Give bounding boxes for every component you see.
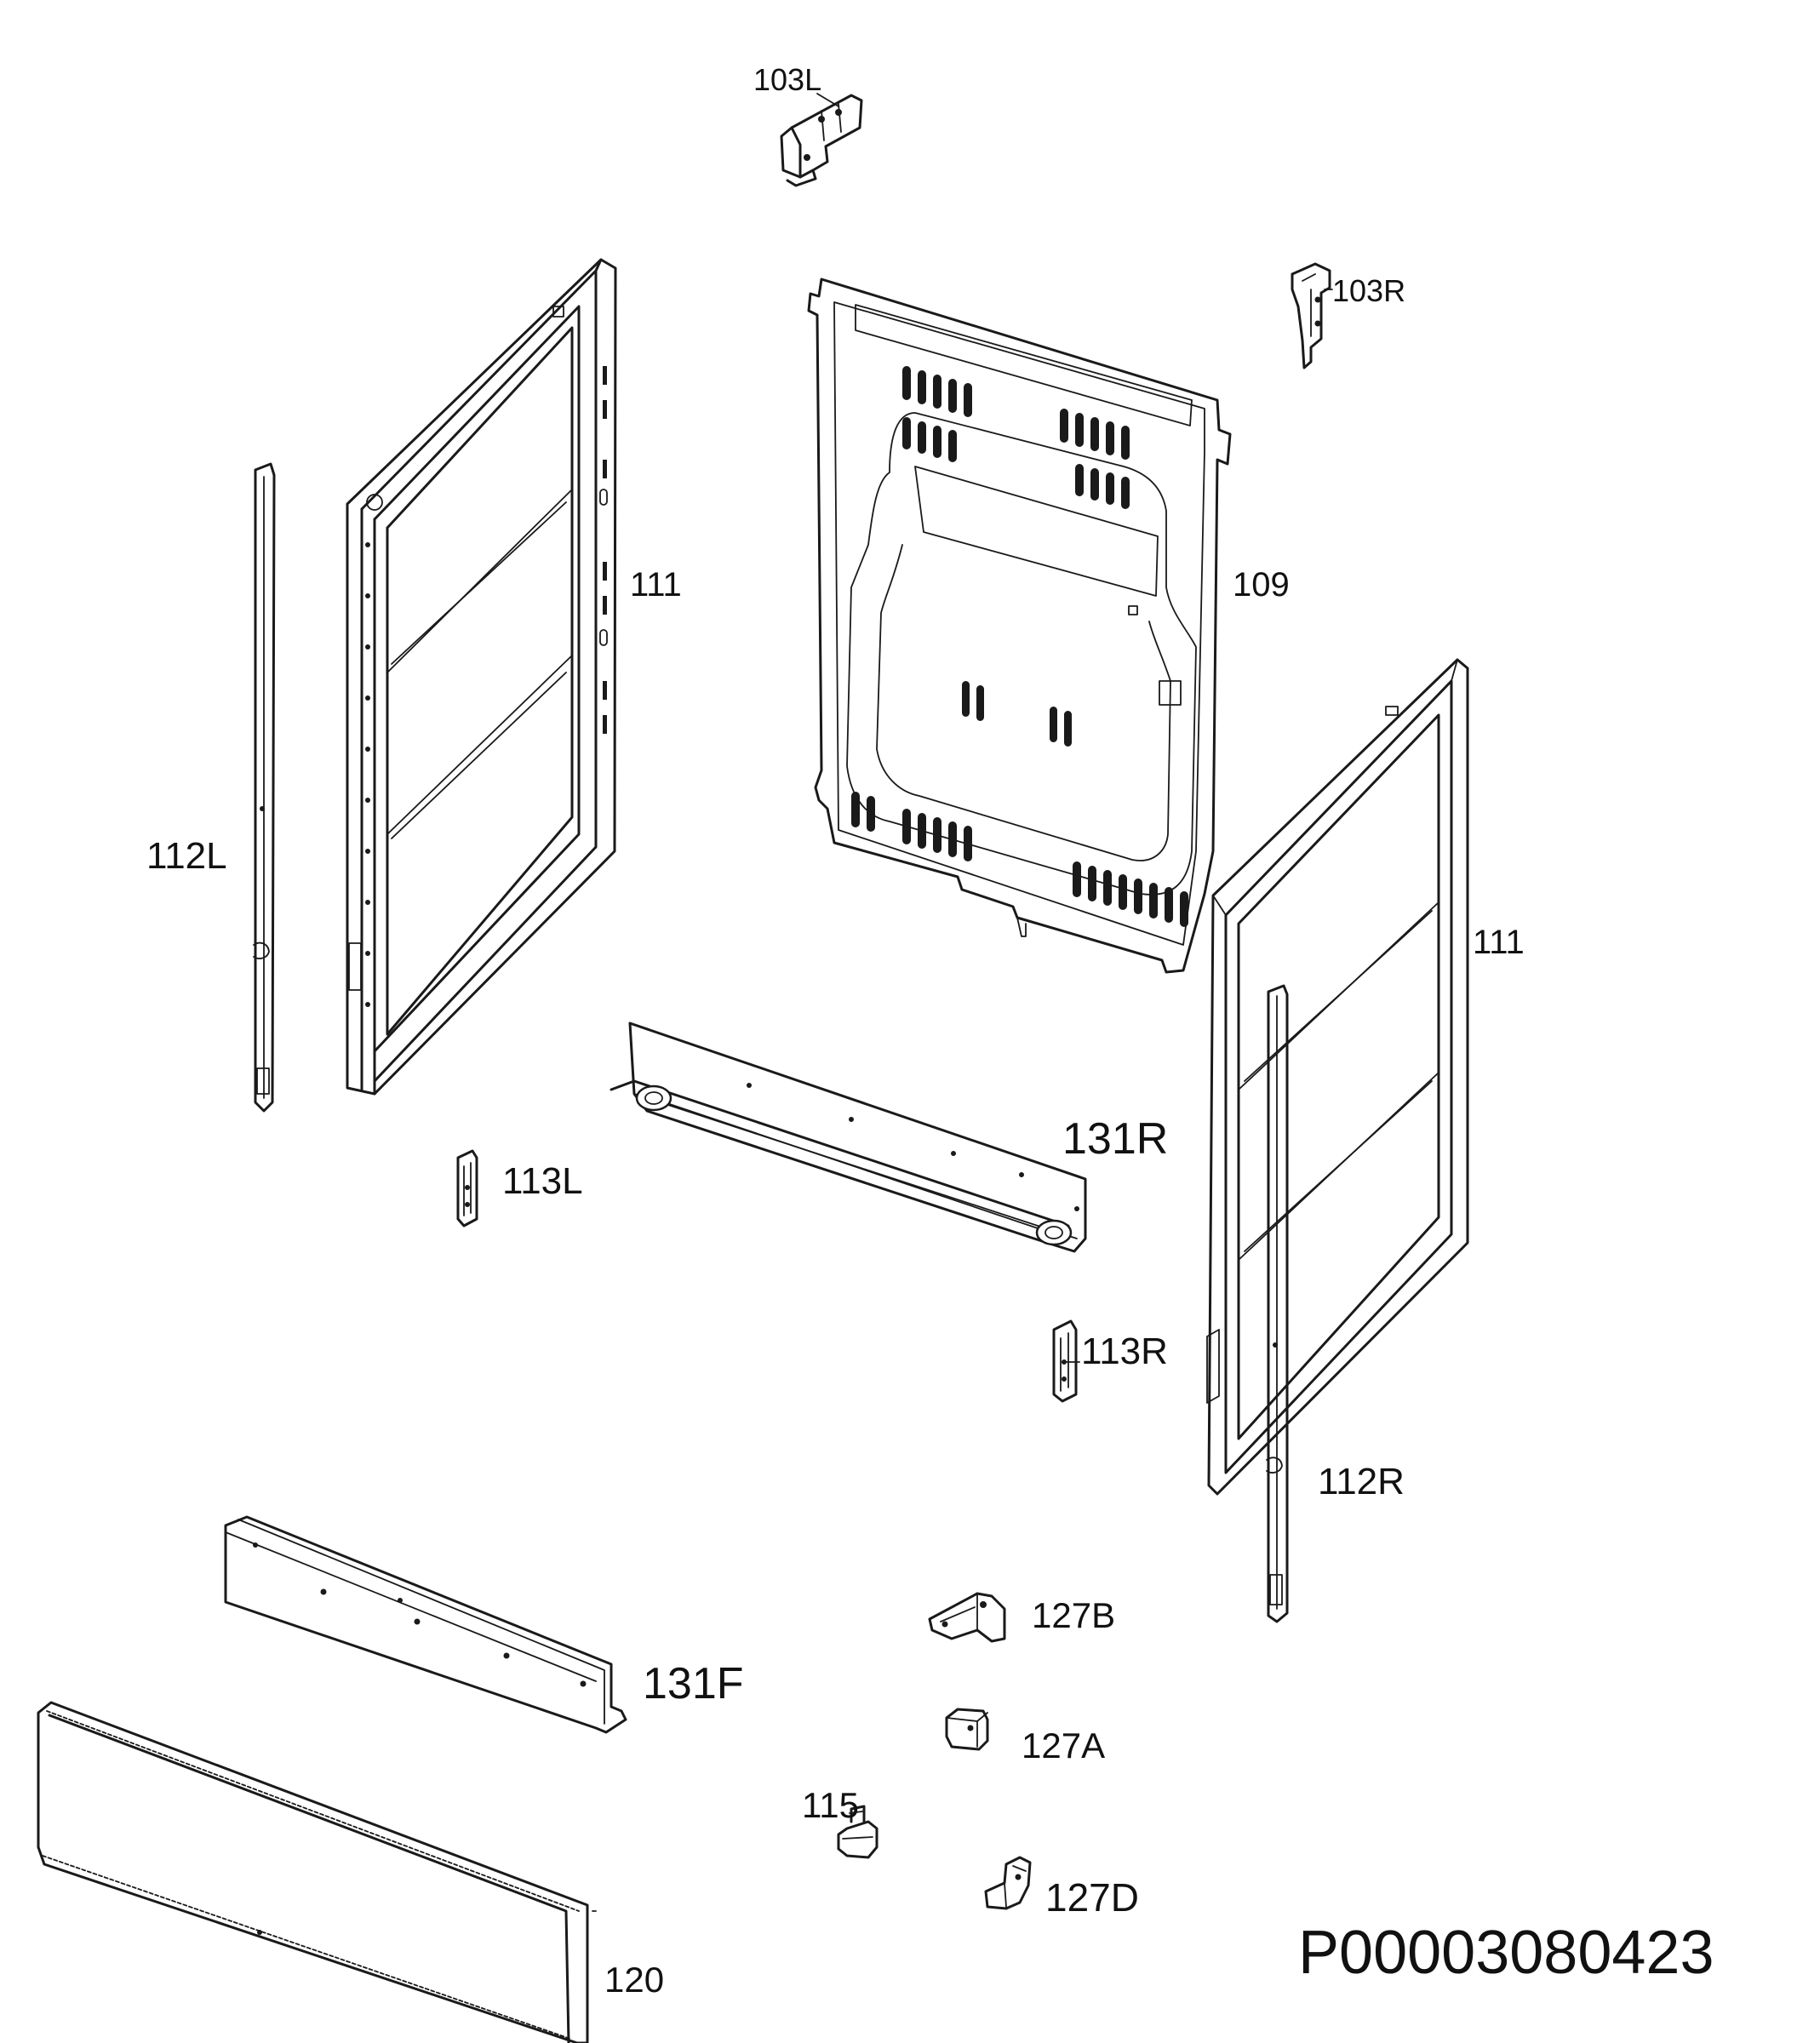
- label-131R: 131R: [1062, 1114, 1168, 1164]
- part-112R-side-strip[interactable]: [1266, 984, 1289, 1623]
- part-127D-bracket[interactable]: [984, 1856, 1032, 1910]
- label-127D: 127D: [1045, 1875, 1139, 1920]
- part-113R-hinge[interactable]: [1052, 1319, 1078, 1403]
- label-120: 120: [604, 1960, 664, 2000]
- part-103L-bracket[interactable]: [780, 94, 863, 187]
- part-115-adjustable-foot[interactable]: [837, 1805, 879, 1859]
- label-113L: 113L: [502, 1160, 583, 1202]
- label-131F: 131F: [643, 1659, 744, 1708]
- part-109-back-panel[interactable]: [807, 278, 1232, 974]
- label-127B: 127B: [1032, 1595, 1115, 1635]
- label-112R: 112R: [1318, 1461, 1405, 1502]
- label-111-right: 111: [1473, 924, 1525, 961]
- part-127B-bracket[interactable]: [928, 1592, 1006, 1643]
- part-111-right-side-frame[interactable]: [1206, 658, 1469, 1496]
- label-103R: 103R: [1332, 273, 1405, 308]
- part-113L-hinge[interactable]: [456, 1149, 478, 1228]
- drawing-id: P00003080423: [1298, 1919, 1714, 1987]
- label-127A: 127A: [1022, 1725, 1105, 1765]
- label-109: 109: [1233, 566, 1290, 604]
- label-115: 115: [802, 1785, 859, 1825]
- part-131F-front-rail[interactable]: [224, 1515, 627, 1734]
- part-127A-block[interactable]: [945, 1708, 989, 1751]
- leader-lines: [592, 93, 1333, 1912]
- label-103L: 103L: [753, 62, 821, 97]
- part-103R-bracket[interactable]: [1291, 262, 1331, 369]
- part-112L-side-strip[interactable]: [253, 462, 276, 1113]
- part-111-left-side-frame[interactable]: [346, 258, 617, 1096]
- label-113R: 113R: [1081, 1331, 1168, 1372]
- part-131R-rear-rail[interactable]: [610, 1021, 1087, 1253]
- label-112L: 112L: [146, 835, 227, 877]
- part-120-kick-plate[interactable]: [37, 1701, 589, 2043]
- label-111-left: 111: [630, 566, 682, 604]
